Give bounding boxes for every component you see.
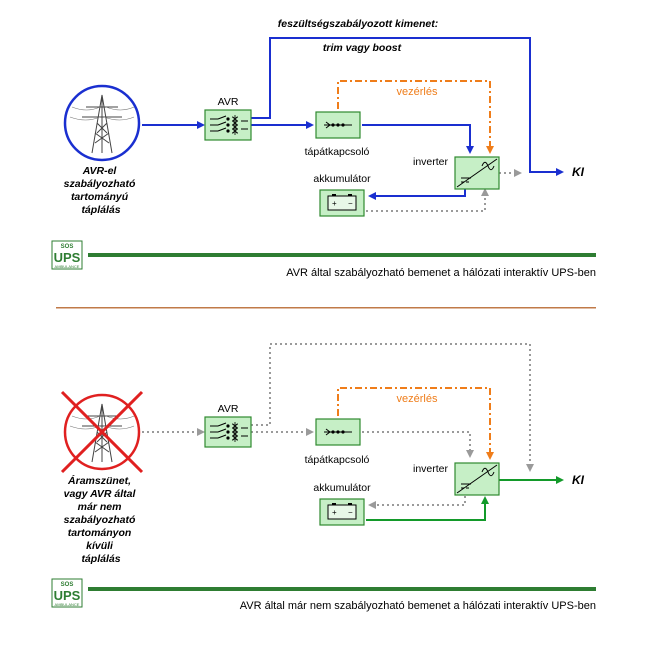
brand-bar-top — [88, 253, 596, 257]
control-line-top — [337, 80, 494, 154]
avr-box-top — [204, 109, 252, 141]
brand-logo-bottom: SOS UPS AMBULANCE — [51, 578, 83, 608]
inverter-box-top — [454, 156, 500, 190]
output-subtitle: trim vagy boost — [323, 42, 402, 54]
brand-logo-top: SOS UPS AMBULANCE — [51, 240, 83, 270]
avr-label-bottom: AVR — [218, 403, 239, 415]
battery-box-top — [319, 189, 365, 217]
inverter-label-top: inverter — [413, 156, 449, 168]
avr-box-bottom — [204, 416, 252, 448]
flow-charge-battery-inactive — [368, 496, 466, 509]
transfer-switch-box-top — [315, 111, 361, 139]
battery-box-bottom — [319, 498, 365, 526]
flow-switch-to-inverter — [362, 124, 474, 154]
brand-bar-bottom — [88, 587, 596, 591]
inverter-box-bottom — [454, 462, 500, 496]
svg-text:AMBULANCE: AMBULANCE — [55, 264, 80, 269]
flow-avr-bypass-output — [251, 37, 564, 176]
caption-bottom: AVR által már nem szabályozható bemenet … — [240, 600, 596, 612]
svg-text:UPS: UPS — [54, 250, 81, 265]
switch-label-top: tápátkapcsoló — [305, 146, 370, 158]
bottom-diagram: Áramszünet, vagy AVR által már nem szabá… — [51, 343, 596, 612]
top-diagram: feszültségszabályozott kimenet: trim vag… — [51, 18, 596, 279]
source-circle-bottom — [60, 390, 144, 474]
svg-text:SOS: SOS — [61, 582, 74, 588]
output-label-top: KI — [572, 165, 585, 179]
flow-battery-to-inverter-inactive — [366, 188, 489, 212]
flow-avr-bypass-inactive — [251, 343, 534, 472]
avr-label-top: AVR — [218, 96, 239, 108]
flow-battery-to-inverter — [366, 496, 489, 521]
cross-icon — [60, 390, 144, 474]
inverter-label-bottom: inverter — [413, 463, 449, 475]
svg-text:UPS: UPS — [54, 588, 81, 603]
transfer-switch-box-bottom — [315, 418, 361, 446]
svg-text:AMBULANCE: AMBULANCE — [55, 602, 80, 607]
svg-text:SOS: SOS — [61, 244, 74, 250]
source-circle-top — [63, 84, 141, 162]
flow-charge-battery — [368, 189, 466, 200]
caption-top: AVR által szabályozható bemenet a hálóza… — [286, 267, 596, 279]
flow-switch-to-inverter-inactive — [362, 431, 474, 458]
control-line-bottom — [337, 387, 494, 460]
battery-label-top: akkumulátor — [313, 173, 371, 185]
section-divider — [56, 307, 596, 309]
control-label-bottom: vezérlés — [397, 393, 438, 405]
output-title: feszültségszabályozott kimenet: — [278, 18, 438, 30]
battery-label-bottom: akkumulátor — [313, 482, 371, 494]
source-label-top: AVR-el szabályozható tartományú táplálás — [64, 165, 139, 216]
source-label-bottom: Áramszünet, vagy AVR által már nem szabá… — [64, 474, 139, 565]
switch-label-bottom: tápátkapcsoló — [305, 454, 370, 466]
control-label-top: vezérlés — [397, 86, 438, 98]
output-label-bottom: KI — [572, 473, 585, 487]
